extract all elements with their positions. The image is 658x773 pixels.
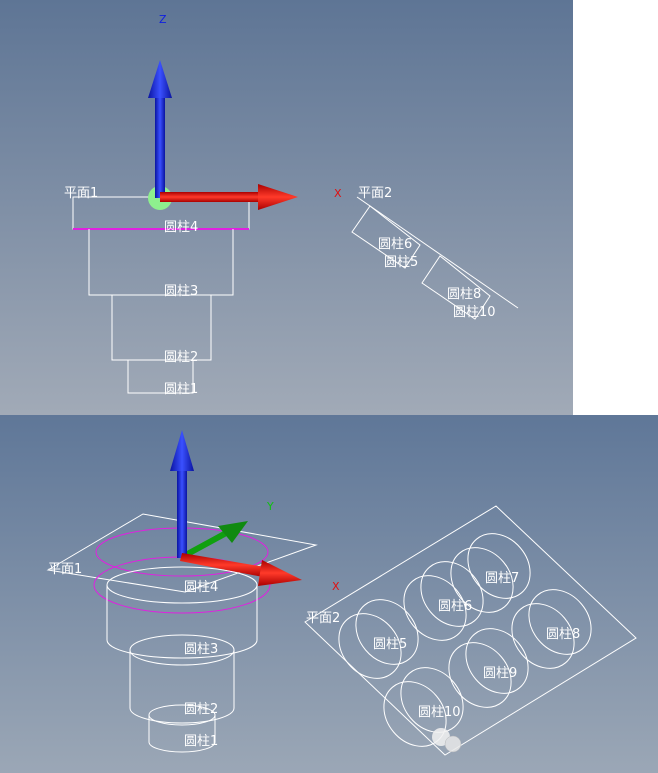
x-axis-label: X bbox=[334, 187, 342, 200]
plane2-outline[interactable] bbox=[304, 505, 637, 756]
cylinder-ellipse bbox=[450, 547, 514, 613]
plate-cylinder-label: 圆柱6 bbox=[438, 599, 472, 614]
plate-cylinder-label: 圆柱7 bbox=[485, 571, 519, 586]
cylinder3-outline[interactable] bbox=[106, 585, 258, 659]
cylinder-ellipse bbox=[467, 533, 531, 599]
y-axis-arrow-icon[interactable] bbox=[218, 521, 248, 543]
wechat-watermark-icon bbox=[432, 728, 462, 753]
cylinder2-outline[interactable] bbox=[127, 360, 194, 394]
plate-cylinder[interactable]: 圆柱5 bbox=[326, 587, 431, 691]
plate-cylinder[interactable]: 圆柱6 bbox=[391, 549, 496, 653]
cylinder-edge-outline[interactable] bbox=[351, 205, 421, 269]
top-scene[interactable]: Z X 平面1 圆柱4 圆柱3 圆柱2 圆柱1 平面2 圆柱6 圆柱5 圆柱8 … bbox=[0, 0, 573, 415]
z-axis-shaft[interactable] bbox=[155, 95, 165, 198]
cylinder10-label: 圆柱10 bbox=[453, 305, 496, 320]
blank-area bbox=[573, 0, 658, 415]
bottom-scene[interactable]: 平面1 圆柱4 圆柱3 圆柱2 圆柱1 平面2 圆柱7圆柱6圆柱5圆柱8圆柱9圆… bbox=[0, 415, 658, 773]
plate-cylinders: 圆柱7 圆柱6 圆柱5 圆柱8 圆柱9 圆柱10 bbox=[326, 521, 604, 747]
plate-cylinder-label: 圆柱5 bbox=[373, 637, 407, 652]
cylinder-ellipse bbox=[420, 561, 484, 627]
plane1-outline[interactable] bbox=[46, 513, 318, 593]
x-axis-arrow-icon[interactable] bbox=[258, 560, 302, 586]
top-viewport[interactable]: Z X 平面1 圆柱4 圆柱3 圆柱2 圆柱1 平面2 圆柱6 圆柱5 圆柱8 … bbox=[0, 0, 573, 415]
z-axis-arrow-icon[interactable] bbox=[170, 430, 194, 471]
plane2-label: 平面2 bbox=[306, 611, 340, 626]
y-axis-label: Y bbox=[266, 500, 274, 513]
cylinder-ellipse bbox=[448, 642, 512, 708]
plate-cylinder[interactable]: 圆柱8 bbox=[499, 577, 604, 681]
x-axis-label: X bbox=[332, 580, 340, 593]
cylinder-ellipse bbox=[528, 589, 592, 655]
cylinder6-label: 圆柱6 bbox=[378, 237, 412, 252]
cylinder-ellipse bbox=[403, 575, 467, 641]
cylinder2-label: 圆柱2 bbox=[184, 702, 218, 717]
x-axis-arrow-icon[interactable] bbox=[258, 184, 298, 210]
cylinder4-label: 圆柱4 bbox=[184, 580, 218, 595]
cylinder5-label: 圆柱5 bbox=[384, 255, 418, 270]
cylinder1-outline[interactable] bbox=[148, 715, 216, 753]
z-axis-shaft[interactable] bbox=[177, 468, 187, 558]
plane1-label: 平面1 bbox=[48, 562, 82, 577]
plate-cylinder-label: 圆柱9 bbox=[483, 666, 517, 681]
plate-cylinder-label: 圆柱8 bbox=[546, 627, 580, 642]
cylinder3-label: 圆柱3 bbox=[184, 642, 218, 657]
cylinder1-label: 圆柱1 bbox=[184, 734, 218, 749]
z-axis-label: Z bbox=[159, 13, 167, 26]
x-axis-shaft[interactable] bbox=[160, 192, 260, 202]
cylinder4-outline[interactable] bbox=[88, 229, 234, 296]
cylinder-ellipse bbox=[465, 628, 529, 694]
cylinder-ellipse bbox=[338, 613, 402, 679]
cylinder3-outline[interactable] bbox=[111, 295, 212, 361]
plate-cylinder-label: 圆柱10 bbox=[418, 705, 461, 720]
plate-cylinder[interactable]: 圆柱7 bbox=[438, 521, 543, 625]
cylinder-ellipse bbox=[355, 599, 419, 665]
cylinder2-label: 圆柱2 bbox=[164, 350, 198, 365]
cylinder-edge-outline[interactable] bbox=[421, 255, 491, 320]
cylinder2-outline[interactable] bbox=[129, 650, 235, 724]
y-axis-shaft[interactable] bbox=[180, 529, 230, 560]
plane2-label: 平面2 bbox=[358, 186, 392, 201]
cylinder-ellipse bbox=[511, 603, 575, 669]
cylinder3-top[interactable] bbox=[106, 566, 258, 604]
plane2-outline[interactable] bbox=[356, 196, 519, 309]
cylinder2-top[interactable] bbox=[129, 634, 235, 666]
plate-cylinder[interactable]: 圆柱9 bbox=[436, 616, 541, 720]
cylinder1-label: 圆柱1 bbox=[164, 382, 198, 397]
cylinder3-label: 圆柱3 bbox=[164, 284, 198, 299]
z-axis-arrow-icon[interactable] bbox=[148, 60, 172, 98]
plane1-label: 平面1 bbox=[64, 186, 98, 201]
cylinder-ellipse bbox=[400, 667, 464, 733]
cylinder8-label: 圆柱8 bbox=[447, 287, 481, 302]
x-axis-shaft[interactable] bbox=[180, 553, 265, 577]
cylinder4-label: 圆柱4 bbox=[164, 220, 198, 235]
